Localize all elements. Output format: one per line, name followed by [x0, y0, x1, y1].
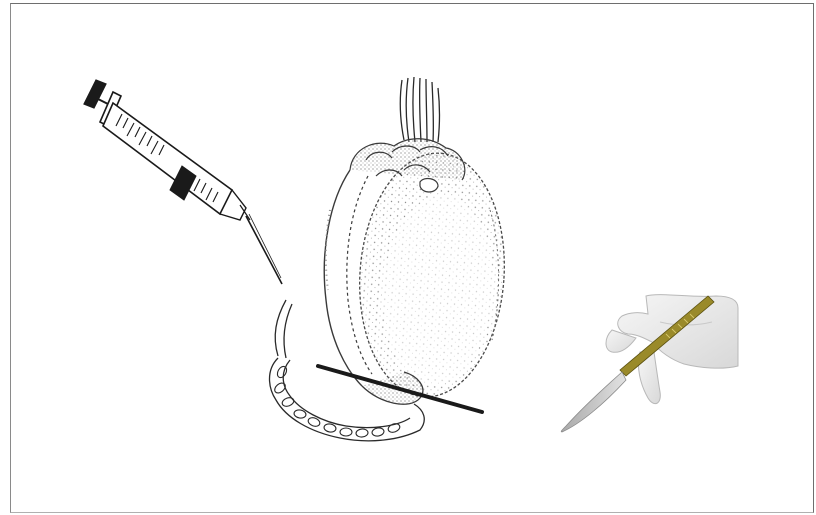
scalpel-icon [561, 295, 738, 432]
syringe-icon [84, 80, 282, 284]
spermatic-cord-icon [400, 77, 439, 142]
